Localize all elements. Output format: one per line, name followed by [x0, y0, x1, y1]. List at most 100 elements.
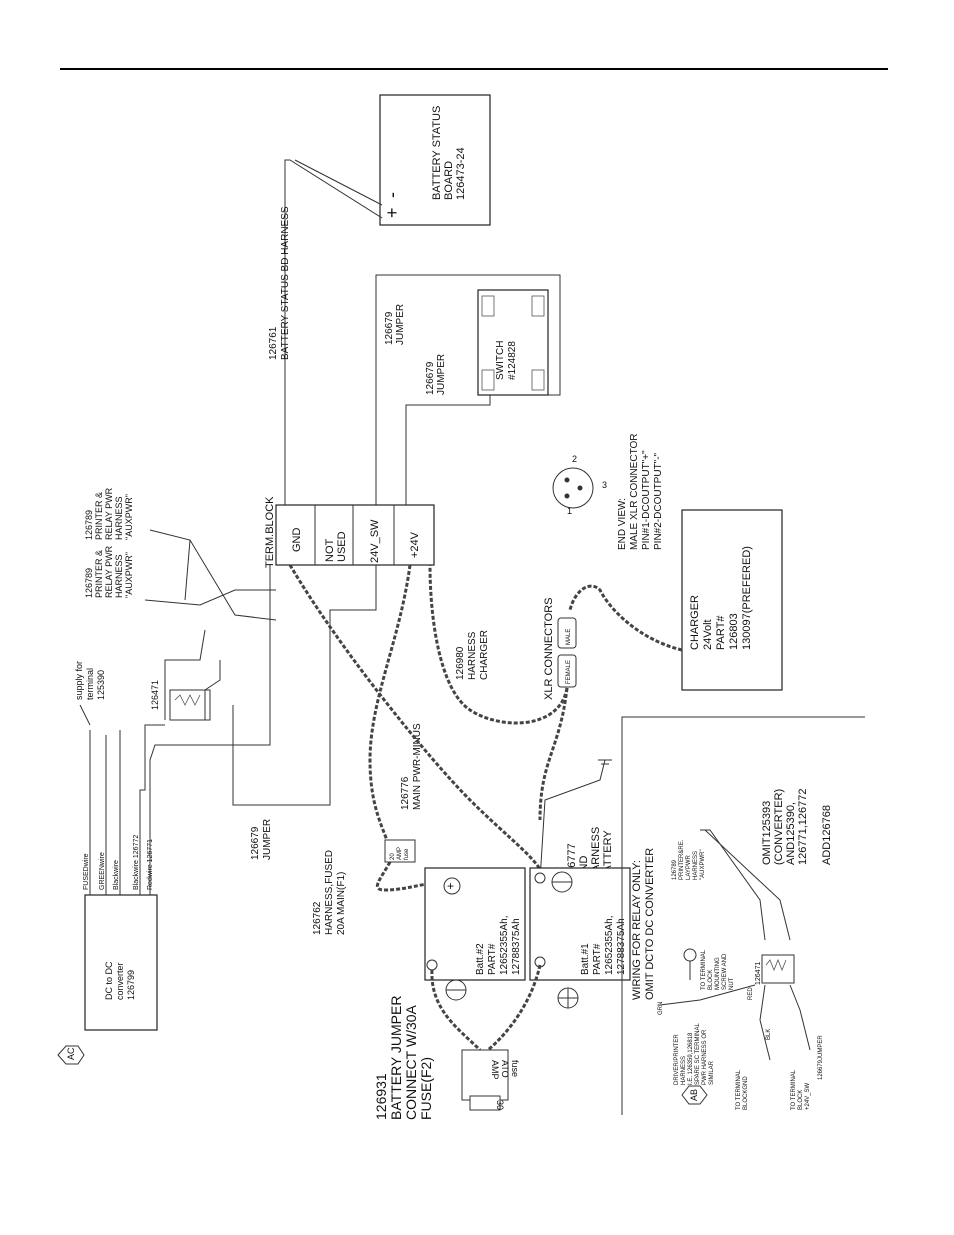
xlr-end-view-circle [552, 467, 594, 509]
aux-b-2: PRINTER & [94, 492, 104, 540]
xlr-pin-3: 3 [602, 480, 607, 490]
inset-term-1: TO TERMINAL [701, 949, 707, 990]
charger-3: PART# [715, 615, 727, 650]
inset-term-5: NUT [729, 977, 735, 990]
tb-not-used-1: NOT [324, 539, 336, 563]
aux-a-2: PRINTER & [94, 550, 104, 598]
charger-harness-3: CHARGER [479, 630, 490, 680]
charger-2: 24Volt [702, 619, 714, 650]
inset-aux-1: 126789 [672, 859, 678, 880]
aux-b-1: 126789 [84, 510, 94, 540]
conv-2: converter [115, 962, 125, 1000]
inset-term-4: SCREW AND [722, 953, 728, 990]
tb-24v-sw: 24V_SW [369, 519, 381, 563]
svg-text:+: + [447, 879, 454, 893]
bsb-label-1: BATTERY STATUS [431, 106, 443, 200]
inset-tb-2: BLOCKGND [743, 1076, 749, 1110]
charger-4: 126803 [728, 613, 740, 650]
inset-drv-1: DRIVER/PRINTER [674, 1034, 680, 1085]
batt1-3: 12652355Ah, [604, 915, 615, 975]
aux-a-5: "AUXPWR" [124, 552, 134, 598]
conv-3: 126799 [126, 970, 136, 1000]
inset-frame [621, 716, 865, 1115]
inset-tb-4: BLOCK [798, 1090, 804, 1110]
inset-aux-2: PRINTER&RE. [679, 839, 685, 880]
jumper-c-1: 126679 [250, 826, 261, 860]
xlr-female-label: FEMALE [566, 660, 572, 684]
badge-ab-text: AB [689, 1089, 699, 1101]
jumper-a-name: JUMPER [395, 304, 406, 345]
charger-harness-1: 126980 [455, 646, 466, 680]
inset-drv-2: HARNESS [681, 1056, 687, 1085]
jumper-c-2: JUMPER [262, 819, 273, 860]
xlr-female [557, 654, 577, 688]
aux-b-4: HARNESS [114, 496, 124, 540]
batt2-1: Batt.#2 [475, 943, 486, 975]
aux-a-3: RELAY PWR [104, 545, 114, 598]
fuse20-2: AMP [397, 847, 403, 860]
battery-2 [424, 867, 526, 981]
aux-a-1: 126789 [84, 568, 94, 598]
inset-aux-3: LAYPWR [686, 854, 692, 880]
xlr-end-2: MALE XLR CONNECTOR [629, 433, 640, 550]
supply-2: terminal [85, 668, 95, 700]
tb-gnd: GND [291, 528, 303, 553]
switch-label-2: #124828 [507, 341, 518, 380]
supply-1: supply for [74, 661, 84, 700]
inset-drv-3: I.E. 126359,126818 [688, 1032, 694, 1085]
jumper-a-number: 126679 [384, 311, 395, 345]
xlr-end-1: END VIEW: [617, 498, 628, 550]
dc-dc-converter [84, 894, 158, 1031]
fuse20-1: 20 [390, 853, 396, 860]
bsb-minus: - [382, 192, 402, 198]
fuse30-rating: 30 [495, 1100, 505, 1110]
inset-drv-6: SIMILAR [709, 1060, 715, 1085]
inset-tb-1: TO TERMINAL [736, 1069, 742, 1110]
jumper-b-number: 126679 [425, 361, 436, 395]
gnd-harness-3: HARNESS [590, 827, 602, 880]
omit-1: OMIT125393 [761, 801, 773, 865]
tb-not-used-2: USED [336, 531, 348, 562]
wire-green: GREENwire [99, 852, 106, 890]
batt2-4: 12788375Ah [511, 918, 522, 975]
fused-harness-1: 126762 [312, 901, 323, 935]
jumper-b-name: JUMPER [436, 354, 447, 395]
terminal-block [275, 504, 435, 566]
ring-terminal-icon [683, 948, 697, 962]
omit-2: (CONVERTER) [773, 789, 785, 865]
switch-label-1: SWITCH [495, 341, 506, 380]
fuse30-amp: AMP [490, 1060, 500, 1080]
aux-b-3: RELAY PWR [104, 487, 114, 540]
omit-5: ADD126768 [821, 805, 833, 865]
main-minus-2: MAIN PWR-MINUS [412, 723, 423, 810]
inset-relay-label: 126471 [755, 962, 762, 985]
inset-blk: BLK [766, 1029, 772, 1040]
jumper30-2: BATTERY JUMPER [388, 996, 404, 1120]
inset-jumper: 126679JUMPER [818, 1035, 824, 1080]
wire-black: Blackwire [113, 860, 120, 890]
inset-red: RED [748, 987, 754, 1000]
jumper30-3: CONNECT W/30A [403, 1004, 419, 1120]
xlr-male [557, 617, 577, 649]
charger-harness-2: HARNESS [467, 631, 478, 680]
fuse-30a [461, 1049, 509, 1101]
fuse30-ato: ATO [500, 1060, 510, 1078]
bsb-label-2: BOARD [443, 161, 455, 200]
supply-3: 125390 [96, 670, 106, 700]
badge-ab [681, 1085, 708, 1105]
xlr-male-label: MALE [566, 629, 572, 645]
battery-status-board [379, 94, 491, 226]
batt2-3: 12652355Ah, [499, 915, 510, 975]
fuse30-fuse: fuse [510, 1060, 520, 1077]
wire-redwire-to: Redwire 126771 [147, 839, 154, 890]
bsb-plus: + [382, 207, 402, 218]
wire-blackwire-to: Blackwire 126772 [133, 835, 140, 890]
relay-only-2: OMIT DCTO DC CONVERTER [644, 848, 656, 1000]
charger-5: 130097(PREFERED) [741, 546, 753, 650]
aux-a-4: HARNESS [114, 554, 124, 598]
badge-ac-text: AC [66, 1047, 76, 1060]
xlr-pin-1: 1 [567, 506, 572, 516]
inset-grn: GRN [658, 1002, 664, 1015]
inset-aux-5: "AUXPWR" [700, 849, 706, 880]
